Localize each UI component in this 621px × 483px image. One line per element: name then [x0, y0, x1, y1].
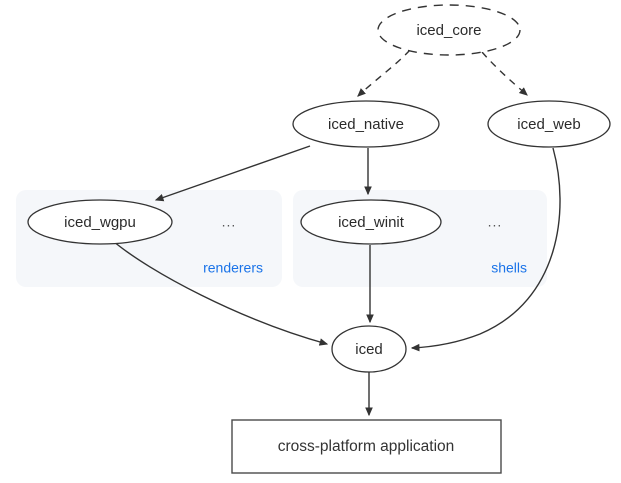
node-application-label: cross-platform application: [278, 438, 455, 455]
node-iced-core-label: iced_core: [416, 22, 481, 39]
node-iced[interactable]: iced: [331, 325, 407, 373]
node-iced-wgpu-label: iced_wgpu: [64, 214, 136, 231]
node-application-shape[interactable]: [231, 419, 502, 474]
cluster-renderers-label: renderers: [203, 260, 263, 276]
node-iced-winit[interactable]: iced_winit: [300, 199, 442, 245]
edge-iced-core-to-iced-native: [357, 49, 411, 97]
edge-iced-native-to-iced-wgpu: [154, 145, 311, 202]
edge-iced-web-to-iced: [410, 147, 561, 352]
node-iced-wgpu-shape[interactable]: [27, 199, 173, 245]
edge-iced-wgpu-to-iced: [112, 240, 329, 346]
cluster-shells-label: shells: [491, 260, 527, 276]
cluster-shells-ellipsis: ...: [488, 214, 503, 230]
cluster-renderers-ellipsis: ...: [222, 214, 237, 230]
node-application[interactable]: cross-platform application: [231, 419, 502, 474]
node-iced-winit-label: iced_winit: [338, 214, 405, 231]
node-iced-core-shape[interactable]: [377, 4, 521, 56]
node-iced-label: iced: [355, 341, 383, 358]
node-iced-web-shape[interactable]: [487, 100, 611, 148]
node-iced-core[interactable]: iced_core: [377, 4, 521, 56]
node-iced-native[interactable]: iced_native: [292, 100, 440, 148]
edge-iced-core-to-iced-web: [481, 51, 528, 96]
node-iced-shape[interactable]: [331, 325, 407, 373]
node-iced-native-label: iced_native: [328, 116, 404, 133]
node-iced-web-label: iced_web: [517, 116, 580, 133]
edge-layer: [112, 49, 561, 417]
node-iced-wgpu[interactable]: iced_wgpu: [27, 199, 173, 245]
node-iced-web[interactable]: iced_web: [487, 100, 611, 148]
node-iced-native-shape[interactable]: [292, 100, 440, 148]
node-iced-winit-shape[interactable]: [300, 199, 442, 245]
